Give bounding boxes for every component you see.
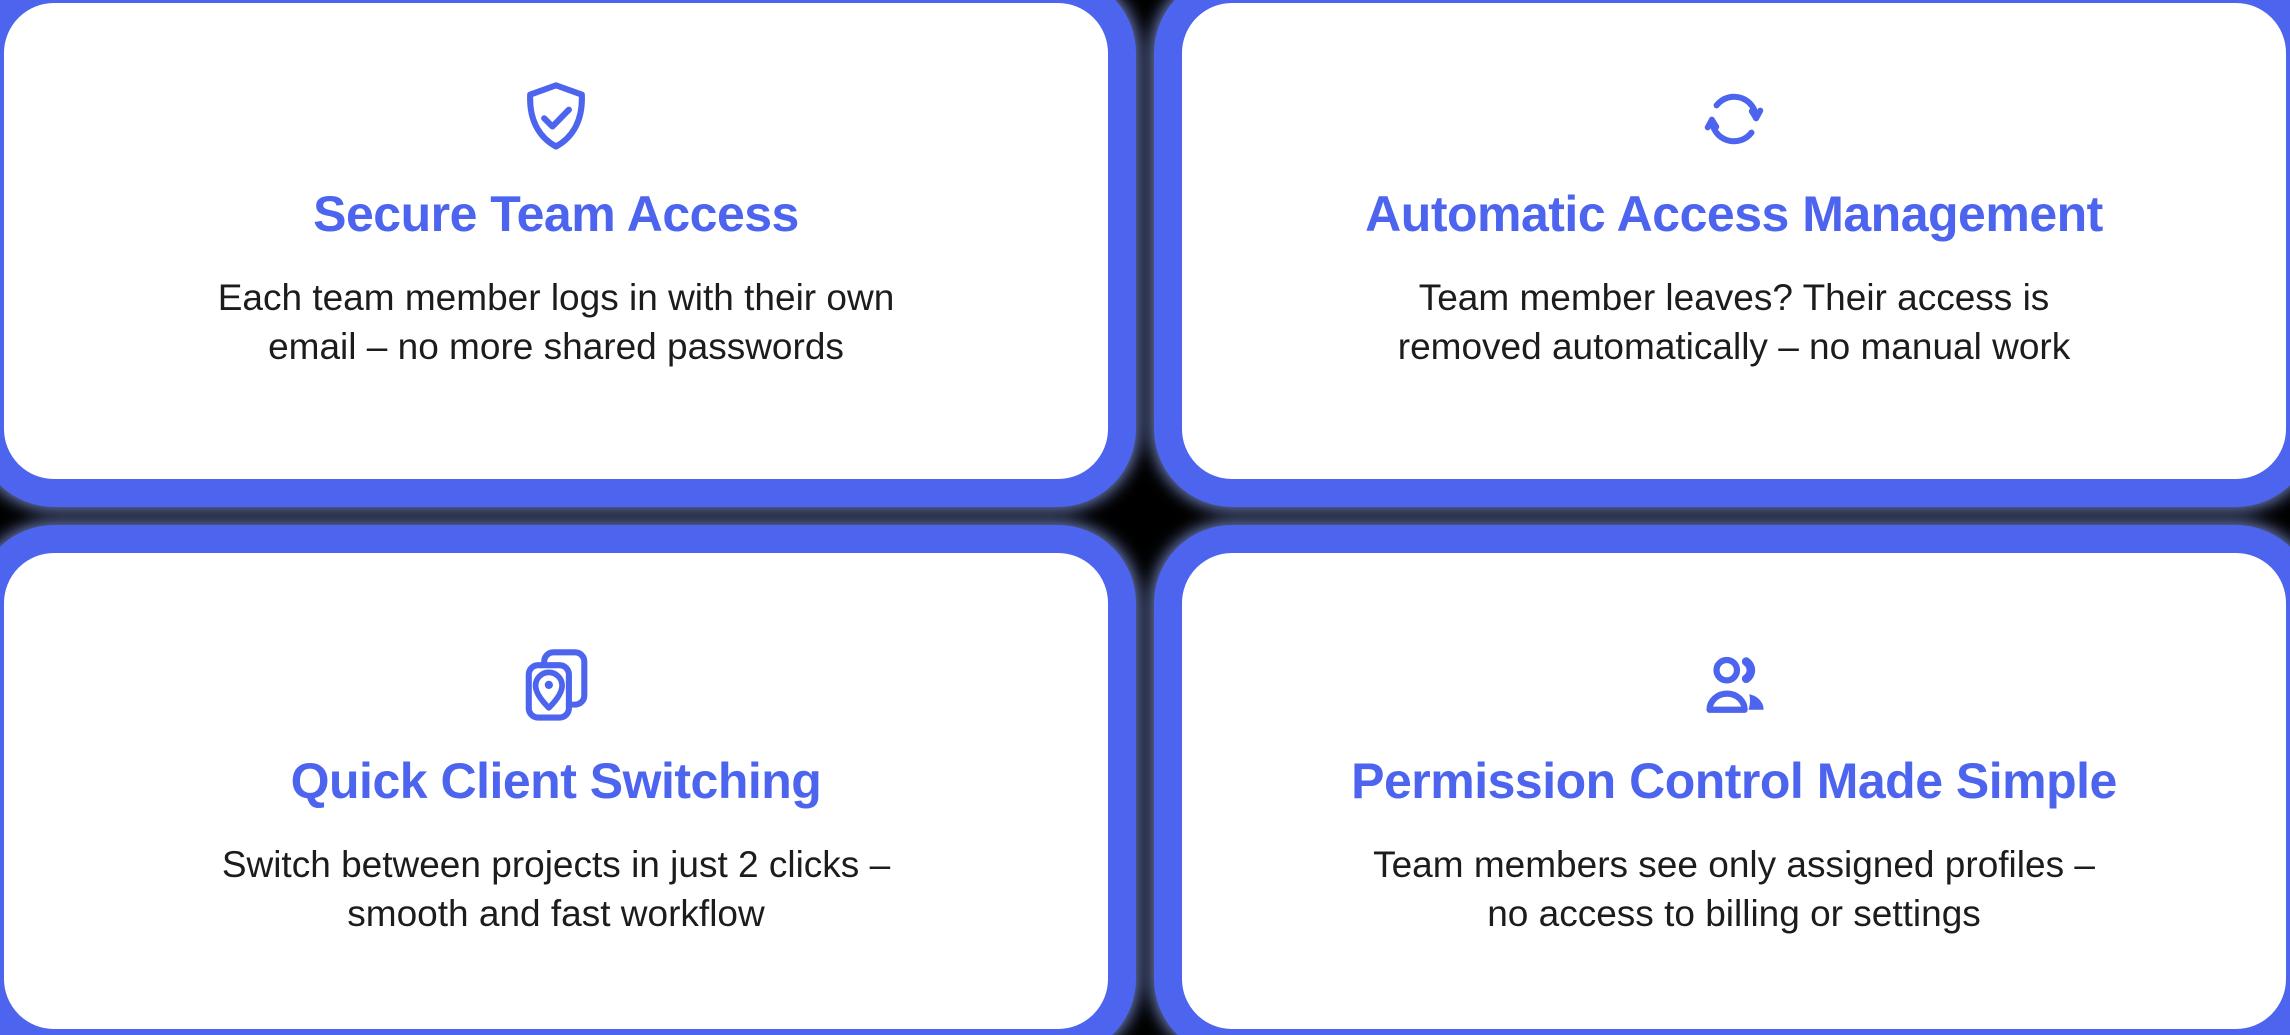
feature-card-quick-client-switching: Quick Client Switching Switch between pr… xyxy=(0,525,1136,1035)
card-description-line: Team member leaves? Their access is xyxy=(1418,276,2050,318)
card-description: Each team member logs in with their own … xyxy=(218,274,895,372)
card-title: Automatic Access Management xyxy=(1365,186,2103,243)
sync-arrows-icon xyxy=(1696,82,1772,158)
card-description-line: no access to billing or settings xyxy=(1487,892,1981,934)
card-title: Quick Client Switching xyxy=(290,753,822,810)
card-description-line: removed automatically – no manual work xyxy=(1397,325,2071,367)
card-description: Team member leaves? Their access is remo… xyxy=(1398,274,2071,372)
card-description: Switch between projects in just 2 clicks… xyxy=(222,841,890,939)
card-content: Secure Team Access Each team member logs… xyxy=(178,76,935,371)
feature-card-permission-control: Permission Control Made Simple Team memb… xyxy=(1154,525,2290,1035)
card-description: Team members see only assigned profiles … xyxy=(1373,841,2095,939)
card-title: Secure Team Access xyxy=(313,186,799,243)
stacked-cards-location-icon xyxy=(513,643,599,729)
card-description-line: smooth and fast workflow xyxy=(347,892,765,934)
shield-check-icon xyxy=(513,76,599,162)
card-description-line: email – no more shared passwords xyxy=(268,325,844,367)
card-content: Automatic Access Management Team member … xyxy=(1325,76,2143,371)
card-title: Permission Control Made Simple xyxy=(1351,753,2117,810)
card-content: Quick Client Switching Switch between pr… xyxy=(182,643,930,938)
card-content: Permission Control Made Simple Team memb… xyxy=(1311,643,2157,938)
feature-card-secure-team-access: Secure Team Access Each team member logs… xyxy=(0,0,1136,507)
card-description-line: Switch between projects in just 2 clicks… xyxy=(221,843,891,885)
team-members-icon xyxy=(1694,647,1773,726)
card-description-line: Team members see only assigned profiles … xyxy=(1373,843,2095,885)
card-description-line: Each team member logs in with their own xyxy=(217,276,895,318)
feature-card-automatic-access-management: Automatic Access Management Team member … xyxy=(1154,0,2290,507)
